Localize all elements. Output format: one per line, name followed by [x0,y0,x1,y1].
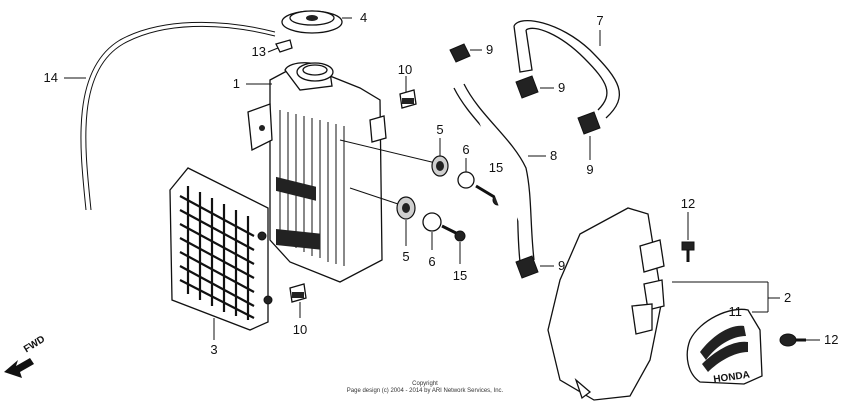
hose-clamp-1 [449,43,482,63]
callout-4: 4 [360,10,367,25]
copyright-line-1: Copyright [412,381,438,387]
callout-10-upper: 10 [398,62,412,77]
callout-8: 8 [550,148,557,163]
hose-clamp-4 [515,255,554,279]
callout-9-c: 9 [586,162,593,177]
radiator-cap [281,10,352,34]
callout-12-upper: 12 [681,196,695,211]
callout-3: 3 [210,342,217,357]
copyright-line-2: Page design (c) 2004 - 2014 by ARI Netwo… [346,388,504,394]
callout-12-lower: 12 [824,332,838,347]
lower-hose [453,83,546,263]
bolt-lower [441,224,466,264]
overflow-tube [64,21,276,211]
collar-lower [422,212,442,250]
callout-13: 13 [252,44,266,59]
upper-hose [513,19,621,119]
callout-15-lower: 15 [453,268,467,283]
radiator [246,62,387,283]
radiator-grille [169,167,273,340]
hose-clamp-3 [577,111,601,160]
grommet-lower [396,196,416,246]
hose-clamp-2 [515,75,554,99]
callout-11: 11 [729,304,743,319]
screw-lower [779,333,820,347]
emblem-text: HONDA [713,370,751,386]
radiator-shroud [547,207,780,401]
callout-5-lower: 5 [402,249,409,264]
callout-9-d: 9 [558,258,565,273]
tube-clip [267,39,293,53]
collar-upper [457,158,475,189]
screw-upper [681,212,695,262]
clip-lower [289,283,307,318]
callout-10-lower: 10 [293,322,307,337]
clip-upper [399,76,417,109]
forward-arrow-icon [4,358,34,378]
callout-15-upper: 15 [489,160,503,175]
callout-7: 7 [596,13,603,28]
grommet-upper [431,138,449,177]
honda-emblem: HONDA [686,308,768,386]
callout-1: 1 [233,76,240,91]
callout-14: 14 [44,70,58,85]
callout-6-lower: 6 [428,254,435,269]
callout-9-a: 9 [486,42,493,57]
callout-5-upper: 5 [436,122,443,137]
callout-9-b: 9 [558,80,565,95]
callout-6-upper: 6 [462,142,469,157]
callout-2: 2 [784,290,791,305]
